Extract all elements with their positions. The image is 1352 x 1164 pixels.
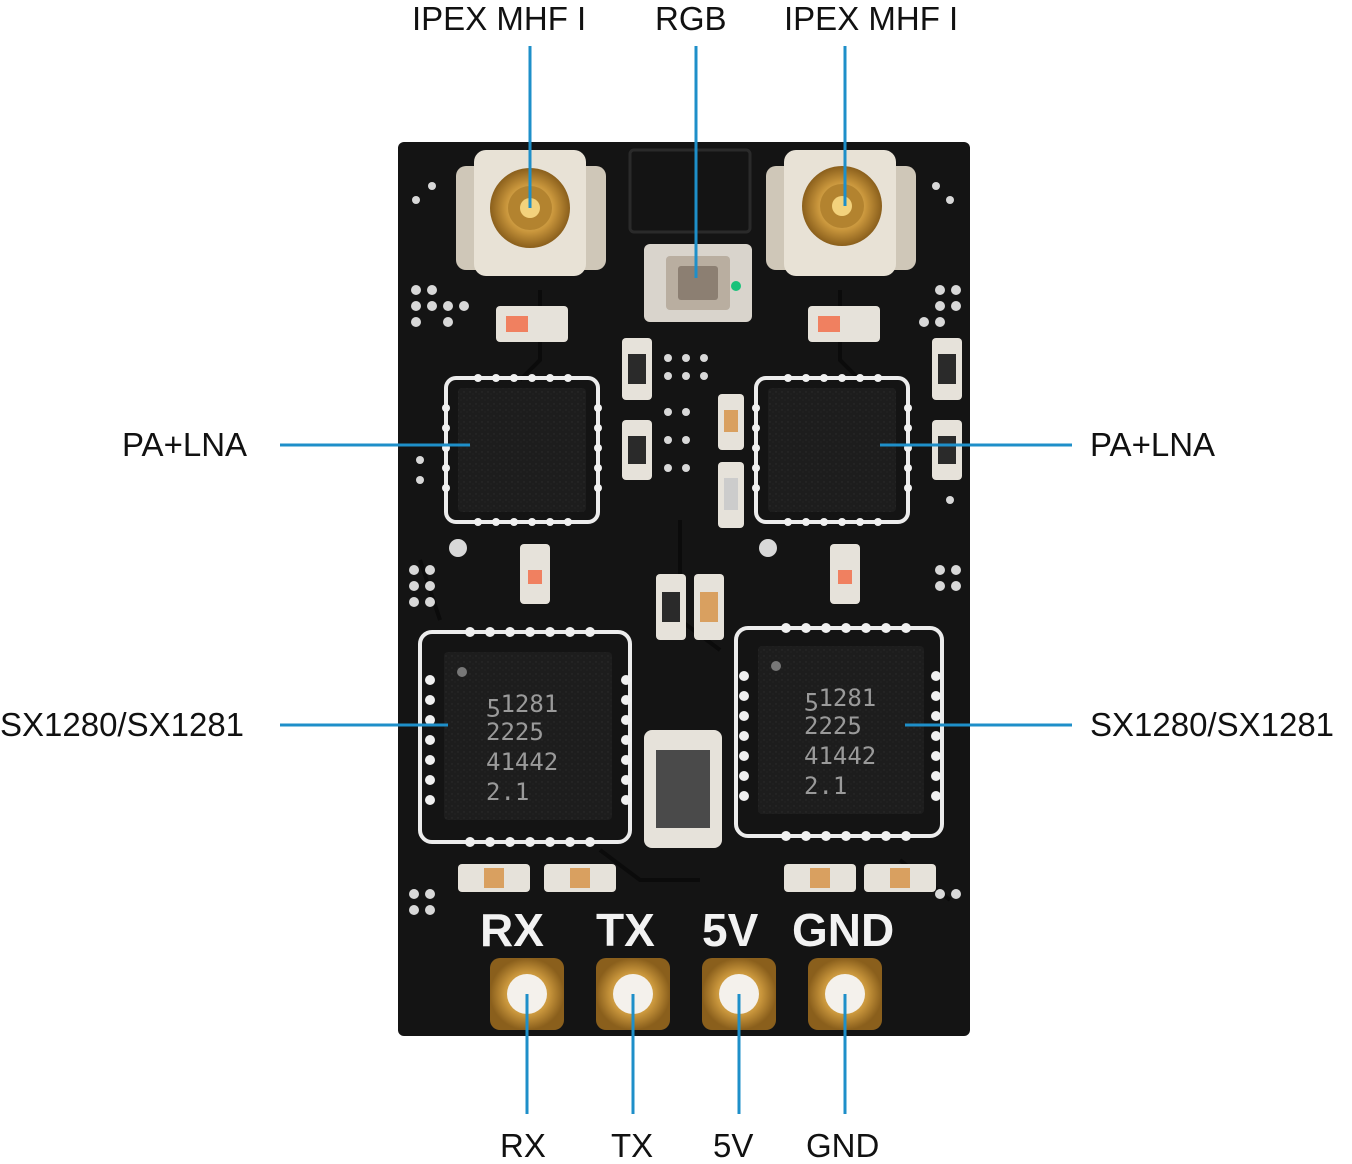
chip-right-line4: 2.1 [804,772,847,800]
label-sx-left: SX1280/SX1281 [0,706,245,743]
label-pa-lna-left: PA+LNA [122,426,248,463]
chip-right-line1: ƽ1281 [804,684,876,712]
rgb-led [644,244,752,322]
chip-right-line3: 41442 [804,742,876,770]
rf-shield-area [628,148,752,234]
sx1281-chip-right: ƽ1281 2225 41442 2.1 [734,623,944,841]
label-gnd: GND [806,1127,880,1164]
label-pa-lna-right: PA+LNA [1090,426,1216,463]
chip-left-line3: 41442 [486,748,558,776]
ipex-connector-right [766,150,916,276]
silkscreen-gnd: GND [792,904,894,956]
pcb-vias [409,182,961,915]
label-rx: RX [500,1127,546,1164]
silkscreen-rx: RX [480,904,544,956]
leader-lines [280,46,1072,1114]
sx1281-chip-left: ƽ1281 2225 41442 2.1 [418,627,632,847]
pa-lna-chip-right [752,374,912,526]
label-sx-right: SX1280/SX1281 [1090,706,1335,743]
label-ipex-left: IPEX MHF I [412,0,587,37]
pa-lna-chip-left [442,374,602,526]
smd-components [458,306,962,892]
label-5v: 5V [713,1127,754,1164]
label-tx: TX [611,1127,654,1164]
chip-right-line2: 2225 [804,712,862,740]
label-rgb: RGB [655,0,727,37]
label-ipex-right: IPEX MHF I [784,0,959,37]
chip-left-line2: 2225 [486,718,544,746]
silkscreen-tx: TX [596,904,655,956]
chip-left-line1: ƽ1281 [486,690,558,718]
chip-left-line4: 2.1 [486,778,529,806]
silkscreen-5v: 5V [702,904,759,956]
